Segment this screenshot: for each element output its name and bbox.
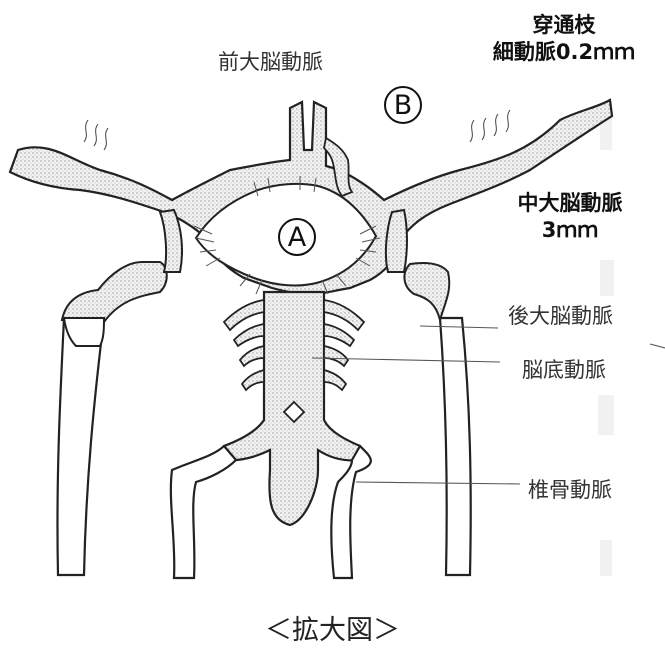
- scan-artifacts: [598, 110, 614, 576]
- middle-cerebral-title: 中大脳動脈: [490, 190, 650, 217]
- middle-cerebral-size: 3ｍｍ: [490, 217, 650, 244]
- figure-caption: ＜拡大図＞: [0, 608, 665, 647]
- perforator-label: 穿通枝 細動脈0.2ｍｍ: [466, 12, 662, 66]
- perforator-size: 細動脈0.2ｍｍ: [466, 39, 662, 66]
- left-vertebral-artery: [171, 446, 236, 578]
- basilar-artery-label: 脳底動脈: [522, 354, 606, 384]
- posterior-cerebral-artery-label: 後大脳動脈: [508, 300, 613, 330]
- right-carotid-vessel: [440, 318, 471, 575]
- right-vertebral-artery: [331, 446, 370, 578]
- perforator-title: 穿通枝: [466, 12, 662, 39]
- anterior-cerebral-artery-label: 前大脳動脈: [218, 46, 323, 76]
- vertebral-artery-label: 椎骨動脈: [528, 474, 612, 504]
- right-communicating-stub: [386, 210, 407, 272]
- marker-a: A: [278, 218, 316, 256]
- left-carotid-vessel: [57, 318, 104, 575]
- middle-cerebral-artery-label: 中大脳動脈 3ｍｍ: [490, 190, 650, 244]
- right-carotid-junction: [404, 263, 449, 320]
- left-carotid-junction: [62, 262, 167, 322]
- marker-b: B: [384, 86, 422, 124]
